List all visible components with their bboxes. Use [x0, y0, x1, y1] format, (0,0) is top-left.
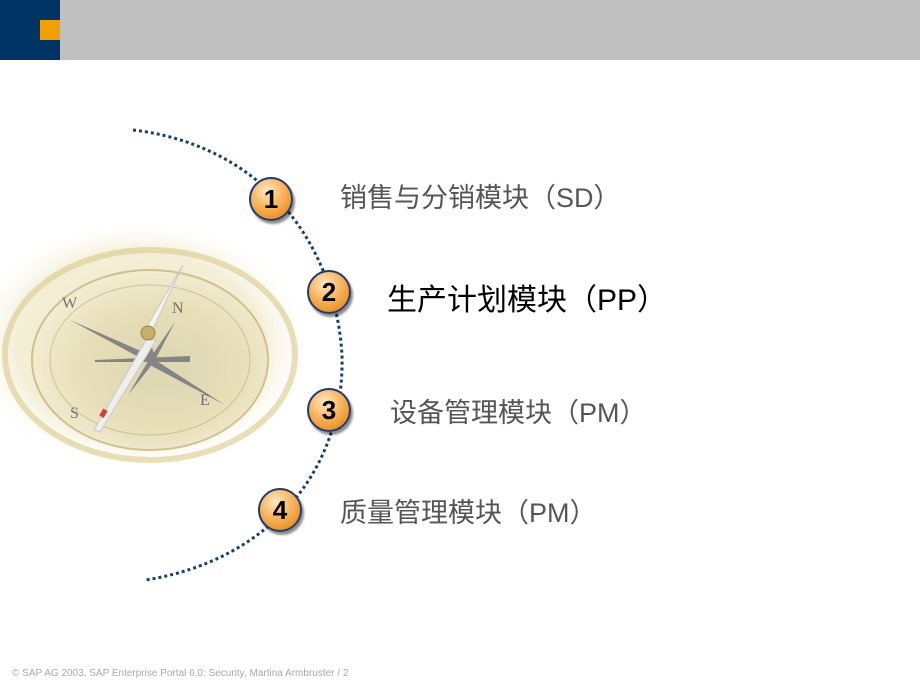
svg-text:E: E [200, 392, 210, 409]
item-label: 生产计划模块（PP） [387, 284, 668, 317]
number-badge: 2 [307, 270, 351, 314]
number-badge: 3 [307, 388, 351, 432]
item-label: 设备管理模块（PM） [390, 398, 647, 428]
sap-logo-square [40, 20, 60, 40]
number-badge: 1 [249, 177, 293, 221]
svg-text:W: W [62, 295, 78, 312]
svg-text:S: S [70, 405, 79, 422]
header-bar [0, 0, 920, 60]
item-label: 质量管理模块（PM） [340, 498, 597, 528]
svg-text:N: N [172, 300, 184, 317]
item-label: 销售与分销模块（SD） [340, 183, 621, 213]
number-badge: 4 [258, 488, 302, 532]
copyright-footer: © SAP AG 2003, SAP Enterprise Portal 6.0… [12, 668, 349, 679]
